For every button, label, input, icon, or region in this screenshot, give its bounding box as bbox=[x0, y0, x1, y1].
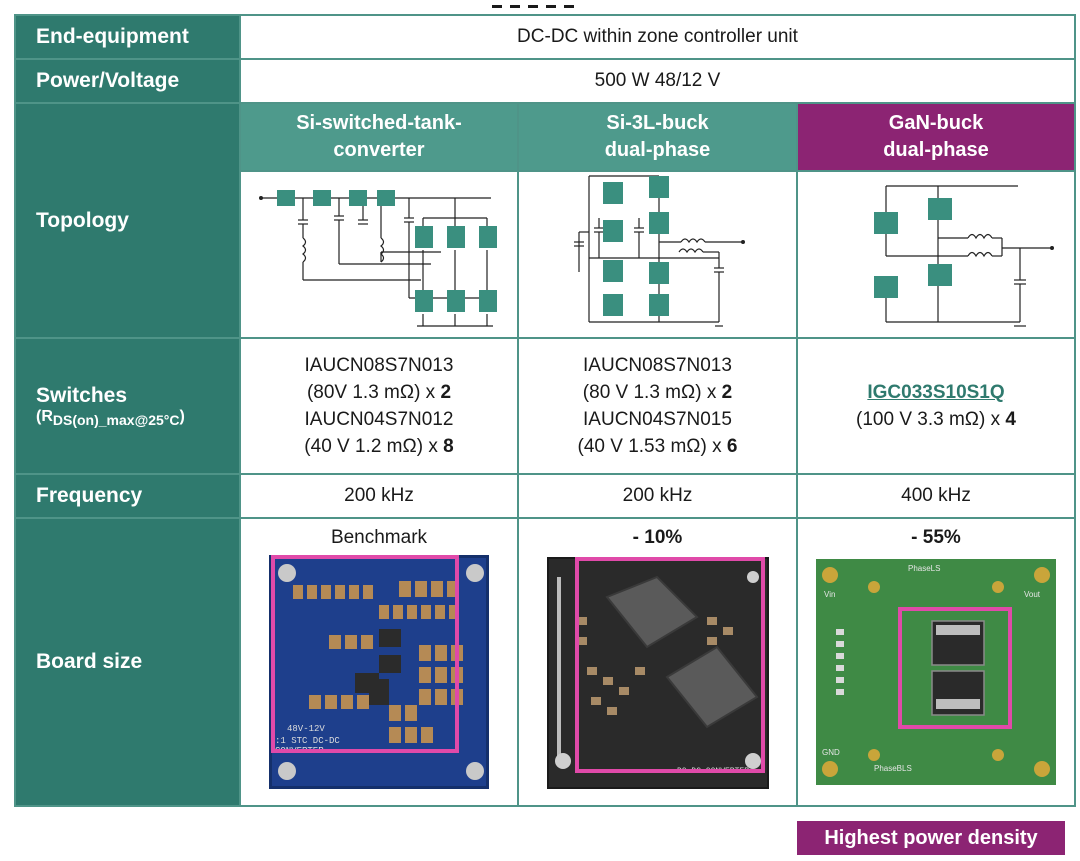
switches-si-switched-tank: IAUCN08S7N013 (80V 1.3 mΩ) x 2 IAUCN04S7… bbox=[239, 337, 519, 475]
board-size-reduction: - 55% bbox=[911, 527, 961, 548]
igc033s10s1q-link[interactable]: IGC033S10S1Q bbox=[867, 382, 1005, 403]
board-gan-buck: - 55% Vin Vout PhaseLS PhaseBLS GND bbox=[796, 517, 1076, 807]
row-board-size: Board size Benchmark bbox=[14, 517, 1076, 807]
column-title-line: dual-phase bbox=[883, 139, 989, 161]
row-header-frequency: Frequency bbox=[14, 473, 241, 519]
row-end-equipment: End-equipment DC-DC within zone controll… bbox=[14, 14, 1076, 60]
row-header-switches: Switches (RDS(on)_max@25°C) bbox=[14, 337, 241, 475]
schematic-si-switched-tank bbox=[239, 170, 519, 339]
switch-spec-text: (100 V 3.3 mΩ) x bbox=[856, 409, 1006, 430]
column-header-si-3l-buck: Si-3L-buck dual-phase bbox=[517, 102, 798, 172]
column-title-line: Si-switched-tank- bbox=[296, 112, 462, 134]
switch-count: 2 bbox=[440, 382, 452, 403]
highest-power-density-badge: Highest power density bbox=[797, 821, 1065, 855]
column-title-line: GaN-buck bbox=[888, 112, 984, 134]
frequency-si-3l-buck: 200 kHz bbox=[517, 473, 798, 519]
switch-spec: (40 V 1.2 mΩ) x 8 bbox=[241, 433, 517, 460]
switch-spec: (80V 1.3 mΩ) x 2 bbox=[241, 379, 517, 406]
board-photo-gan-buck: Vin Vout PhaseLS PhaseBLS GND bbox=[816, 559, 1056, 785]
switch-part: IAUCN04S7N012 bbox=[304, 409, 454, 430]
rds-close: ) bbox=[179, 408, 185, 425]
row-topology-schematics bbox=[15, 170, 1076, 339]
switch-spec-text: (40 V 1.53 mΩ) x bbox=[577, 436, 727, 457]
row-header-power-voltage: Power/Voltage bbox=[14, 58, 241, 104]
frequency-si-switched-tank: 200 kHz bbox=[239, 473, 519, 519]
rds-label: (R bbox=[36, 408, 53, 425]
row-header-topology: Topology bbox=[14, 102, 241, 339]
column-header-gan-buck: GaN-buck dual-phase bbox=[796, 102, 1076, 172]
board-size-benchmark: Benchmark bbox=[330, 527, 428, 548]
row-header-board-size: Board size bbox=[14, 517, 241, 807]
switch-count: 8 bbox=[443, 436, 454, 457]
comparison-table: End-equipment DC-DC within zone controll… bbox=[14, 14, 1076, 807]
row-power-voltage: Power/Voltage 500 W 48/12 V bbox=[14, 58, 1076, 104]
column-title-line: converter bbox=[333, 139, 425, 161]
switch-count: 2 bbox=[721, 382, 733, 403]
row-topology-headers: Topology Si-switched-tank- converter Si-… bbox=[14, 102, 1076, 339]
schematic-gan-buck bbox=[796, 170, 1076, 339]
board-area-outline bbox=[271, 555, 459, 753]
column-title-line: dual-phase bbox=[604, 139, 711, 161]
board-si-switched-tank: Benchmark bbox=[239, 517, 519, 807]
board-silkscreen-line: Vout bbox=[1024, 590, 1041, 599]
board-photo-switched-tank: 48V-12V :1 STC DC-DC CONVERTER bbox=[269, 555, 489, 789]
switch-spec-text: (80V 1.3 mΩ) x bbox=[306, 382, 441, 403]
board-size-reduction: - 10% bbox=[632, 527, 683, 548]
schematic-si-3l-buck bbox=[517, 170, 798, 339]
switch-spec-text: (40 V 1.2 mΩ) x bbox=[304, 436, 444, 457]
board-area-outline bbox=[574, 557, 765, 773]
switch-count: 4 bbox=[1005, 409, 1016, 430]
switches-label: Switches bbox=[36, 384, 128, 407]
row-frequency: Frequency 200 kHz 200 kHz 400 kHz bbox=[14, 473, 1076, 519]
switch-spec: (80 V 1.3 mΩ) x 2 bbox=[519, 379, 796, 406]
board-area-outline bbox=[898, 607, 1012, 729]
switches-si-3l-buck: IAUCN08S7N013 (80 V 1.3 mΩ) x 2 IAUCN04S… bbox=[517, 337, 798, 475]
switch-count: 6 bbox=[726, 436, 738, 457]
column-title-line: Si-3L-buck bbox=[606, 112, 709, 134]
switch-part: IAUCN08S7N013 bbox=[583, 355, 732, 376]
switch-spec-text: (80 V 1.3 mΩ) x bbox=[582, 382, 722, 403]
switches-sublabel: (RDS(on)_max@25°C) bbox=[36, 408, 239, 428]
board-silkscreen-line: :1 STC DC-DC bbox=[275, 736, 340, 746]
power-voltage-value: 500 W 48/12 V bbox=[239, 58, 1076, 104]
rds-subscript: DS(on)_max@25°C bbox=[52, 412, 180, 428]
switch-spec: (40 V 1.53 mΩ) x 6 bbox=[519, 433, 796, 460]
gan-buck-schematic bbox=[874, 185, 1054, 327]
switches-gan-buck: IGC033S10S1Q (100 V 3.3 mΩ) x 4 bbox=[796, 337, 1076, 475]
end-equipment-value: DC-DC within zone controller unit bbox=[239, 14, 1076, 60]
switch-spec: (100 V 3.3 mΩ) x 4 bbox=[798, 406, 1074, 433]
board-silkscreen-line: PhaseLS bbox=[908, 564, 940, 573]
board-silkscreen-line: Vin bbox=[824, 590, 835, 599]
three-level-buck-schematic bbox=[574, 175, 745, 327]
board-silkscreen-line: GND bbox=[822, 748, 840, 757]
board-silkscreen-line: PhaseBLS bbox=[874, 764, 912, 773]
row-switches: Switches (RDS(on)_max@25°C) IAUCN08S7N01… bbox=[14, 337, 1076, 475]
switch-part: IAUCN04S7N015 bbox=[583, 409, 732, 430]
column-header-si-switched-tank: Si-switched-tank- converter bbox=[239, 102, 519, 172]
switch-part: IAUCN08S7N013 bbox=[304, 355, 454, 376]
top-title-fragment bbox=[492, 0, 592, 8]
row-header-end-equipment: End-equipment bbox=[14, 14, 241, 60]
board-photo-3l-buck: DC-DC CONVERTER bbox=[546, 557, 769, 789]
board-si-3l-buck: - 10% D bbox=[517, 517, 798, 807]
switched-tank-schematic bbox=[259, 190, 497, 327]
board-silkscreen-line: 48V-12V bbox=[287, 724, 325, 734]
frequency-gan-buck: 400 kHz bbox=[796, 473, 1076, 519]
